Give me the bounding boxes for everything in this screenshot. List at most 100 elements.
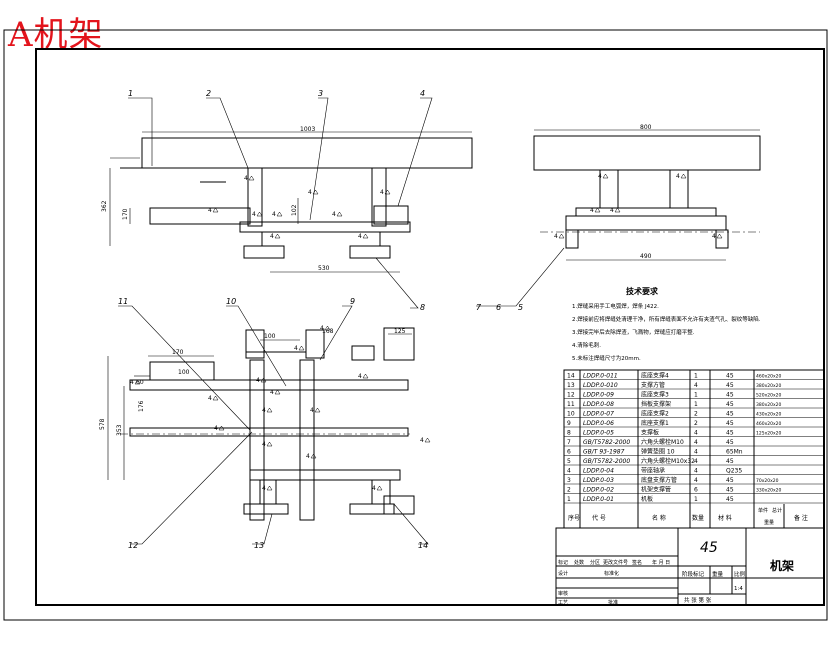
tb-material: 45 (700, 540, 718, 556)
callout-12: 12 (128, 541, 138, 550)
bom-header-note: 备 注 (794, 514, 808, 522)
front-top-plate (141, 137, 473, 169)
weld-symbol: 4 (554, 233, 558, 240)
weld-triangle-icon (274, 233, 281, 239)
dimension-labels: 1003 530 362 170 102 800 490 170 100 60 … (99, 124, 652, 436)
weld-symbol: 4 (358, 373, 362, 380)
bom-cell-no: 9 (567, 420, 571, 427)
dim-front-inner: 170 (122, 208, 129, 220)
weld-triangle-icon (362, 233, 369, 239)
tech-note-2: 2.焊接前应将焊缝处清理干净，所有焊缝表面不允许有夹渣气孔、裂纹等缺陷. (572, 315, 761, 323)
callout-8: 8 (420, 303, 425, 312)
bom-cell-code: LDDP.0-011 (583, 373, 618, 380)
tb-row1-3: 更改文件号 (603, 559, 628, 566)
bom-cell-qty: 4 (694, 477, 698, 484)
dim-side-top: 800 (640, 124, 652, 131)
bom-cell-name: 底座支撑3 (641, 391, 669, 399)
tb-drawing-name: 机架 (770, 558, 794, 573)
callout-7: 7 (476, 303, 482, 312)
bom-cell-code: LDDP.0-08 (583, 401, 614, 408)
bom-cell-note: 460x20x20 (756, 374, 782, 380)
weld-symbol: 4 (308, 189, 312, 196)
weld-triangle-icon (274, 389, 281, 395)
bom-cell-mat: 45 (726, 401, 734, 408)
bom-grid (564, 379, 824, 504)
bom-cell-note: 125x20x20 (756, 431, 782, 437)
bom-cell-code: LDDP.0-010 (583, 382, 618, 389)
dim-plan-h2: 353 (116, 424, 123, 436)
dim-front-right-h: 102 (291, 204, 298, 216)
bom-cell-code: GB/T5782-2000 (583, 439, 630, 446)
weld-triangle-icon (602, 173, 609, 179)
weld-symbol: 4 (214, 425, 218, 432)
weld-triangle-icon (594, 207, 601, 213)
weld-triangle-icon (266, 485, 273, 491)
bom-cell-code: LDDP.0-04 (583, 468, 614, 475)
bom-cell-mat: 45 (726, 373, 734, 380)
tb-row1-4: 签名 (632, 559, 642, 566)
weld-symbol: 4 (208, 395, 212, 402)
bom-header-total: 总计 (772, 507, 782, 514)
weld-symbol: 4 (380, 189, 384, 196)
title-block-text: 45 机架 阶段标记 重量 比例 1:4 共 张 第 张 标记 处数 分区 更改… (558, 540, 794, 606)
bom-cell-qty: 1 (694, 373, 698, 380)
bom-cell-note: 520x20x20 (756, 393, 782, 399)
plan-rail-1 (129, 379, 409, 391)
bom-cell-qty: 1 (694, 401, 698, 408)
weld-symbol: 4 (270, 389, 274, 396)
weld-symbol: 4 (294, 345, 298, 352)
weld-symbol: 4 (130, 379, 134, 386)
bom-cell-qty: 4 (694, 449, 698, 456)
bom-cell-no: 10 (567, 411, 575, 418)
tb-standard: 标准化 (604, 570, 619, 577)
weld-triangle-icon (614, 207, 621, 213)
front-leg-right (371, 167, 387, 227)
plan-bearing-top (383, 327, 415, 361)
front-view (109, 97, 473, 309)
weld-symbol: 4 (358, 233, 362, 240)
bom-cell-qty: 2 (694, 411, 698, 418)
tb-row1-2: 分区 (590, 559, 600, 566)
bom-cell-code: GB/T 93-1987 (583, 449, 625, 456)
bom-cell-name: 弹簧垫圈 10 (641, 448, 675, 456)
weld-triangle-icon (362, 373, 369, 379)
bom-cell-name: 机架支撑管 (641, 486, 671, 494)
weld-symbol: 4 (372, 485, 376, 492)
bom-cell-name: 六角头螺栓M10 (641, 438, 684, 446)
bom-cell-no: 1 (567, 496, 571, 503)
weld-triangle-icon (314, 407, 321, 413)
weld-triangle-icon (558, 233, 565, 239)
plan-view (107, 305, 429, 545)
bom-cell-qty: 2 (694, 420, 698, 427)
dim-plan-w1: 170 (172, 349, 184, 356)
front-leg-left (247, 167, 263, 227)
weld-symbol: 4 (320, 325, 324, 332)
weld-symbol: 4 (262, 441, 266, 448)
bom-cell-note: 380x20x20 (756, 402, 782, 408)
callout-10: 10 (226, 297, 236, 306)
tech-note-3: 3.焊接完毕后去除焊渣，飞溅物，焊缝应打磨平整. (572, 328, 695, 336)
weld-triangle-icon (716, 233, 723, 239)
callout-1: 1 (128, 89, 133, 98)
dim-front-bottom: 530 (318, 265, 330, 272)
tech-note-1: 1.焊缝采用手工电弧焊，焊条 J422. (572, 302, 659, 310)
bom-cell-mat: 45 (726, 392, 734, 399)
bom-cell-mat: 45 (726, 477, 734, 484)
bom-cell-qty: 4 (694, 458, 698, 465)
weld-triangle-icon (336, 211, 343, 217)
bom-cell-code: LDDP.0-03 (583, 477, 614, 484)
tech-note-5: 5.未标注焊缝尺寸为20mm. (572, 354, 641, 362)
weld-symbol: 4 (420, 437, 424, 444)
bom-cell-no: 4 (567, 468, 571, 475)
bom-cell-no: 11 (567, 401, 575, 408)
bom-cell-name: 底盘支撑方管 (641, 476, 677, 484)
side-view (476, 129, 761, 307)
bom-cell-mat: 65Mn (726, 449, 743, 456)
bom-cell-name: 底座支撑4 (641, 372, 669, 380)
bom-cell-code: LDDP.0-07 (583, 411, 614, 418)
weld-triangle-icon (266, 441, 273, 447)
tb-scale-label: 比例 (734, 570, 746, 578)
technical-requirements: 技术要求 1.焊缝采用手工电弧焊，焊条 J422. 2.焊接前应将焊缝处清理干净… (572, 286, 761, 362)
